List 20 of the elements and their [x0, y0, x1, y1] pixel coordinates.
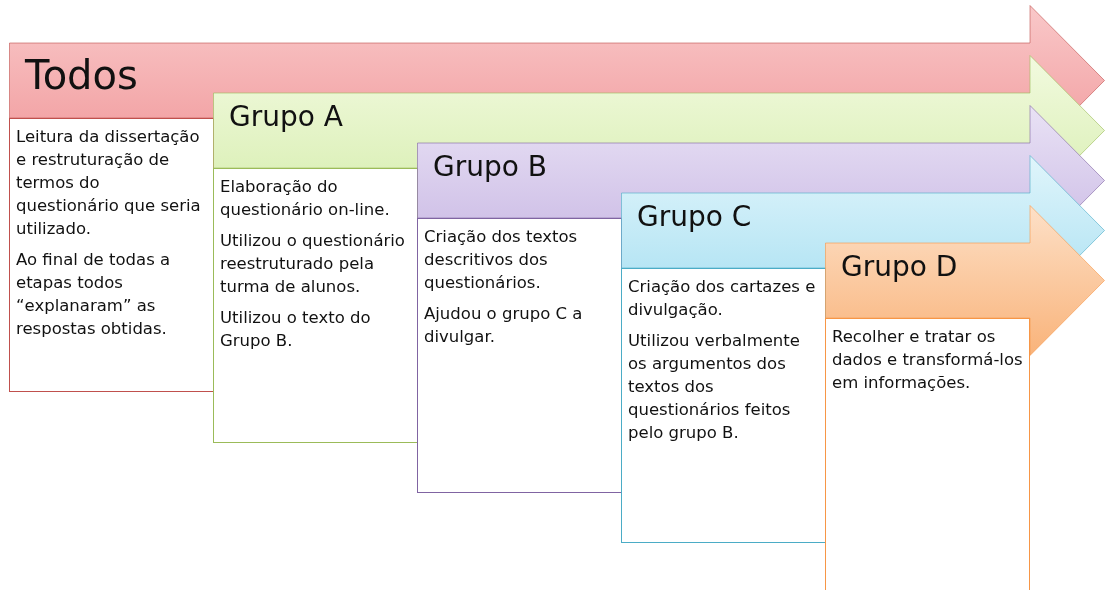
group-heading: Todos	[25, 54, 138, 95]
group-heading: Grupo C	[637, 203, 752, 231]
text-box	[9, 118, 214, 392]
group-heading: Grupo D	[841, 253, 958, 281]
description-text: Ajudou o grupo C a divulgar.	[424, 303, 584, 348]
description-text: Ao final de todas a etapas todos “explanaram” as respostas obtidas.	[16, 249, 172, 340]
description-text: Recolher e tratar os dados e transformá-los em informações.	[832, 326, 1023, 394]
text-box	[825, 318, 1030, 590]
text-box	[621, 268, 826, 543]
text-box	[213, 168, 418, 443]
group-heading: Grupo B	[433, 153, 547, 181]
description-text: Utilizou verbalmente os argumentos dos textos dos questionários feitos pelo grupo B.	[628, 330, 801, 444]
description-text: Leitura da dissertação e restruturação de termos do questionário que seria utilizado.	[16, 126, 202, 240]
description-text: Utilizou o texto do Grupo B.	[220, 307, 372, 352]
description-text: Criação dos textos descritivos dos questionários.	[424, 226, 579, 294]
description-text: Elaboração do questionário on-line.	[220, 176, 391, 221]
description-text: Utilizou o questionário reestruturado pela turma de alunos.	[220, 230, 406, 298]
text-box	[417, 218, 622, 493]
description-text: Criação dos cartazes e divulgação.	[628, 276, 817, 321]
group-heading: Grupo A	[229, 103, 343, 131]
